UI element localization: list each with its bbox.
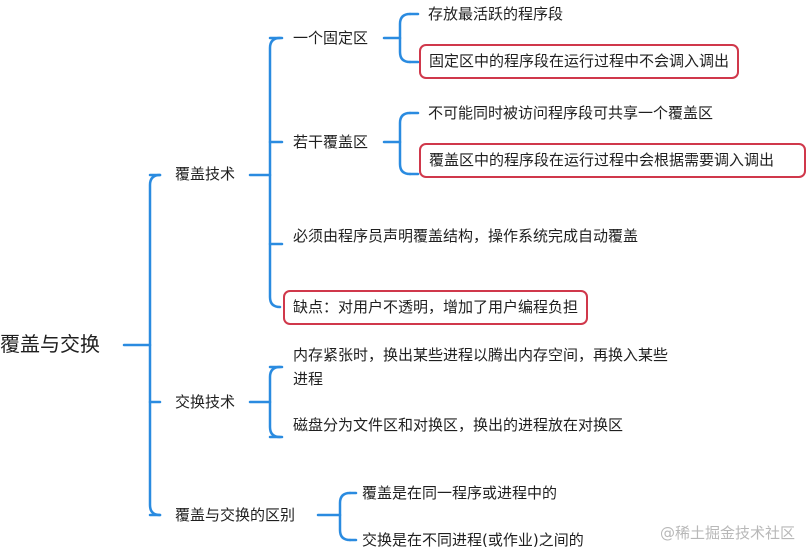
connector-multi-spine xyxy=(398,111,412,176)
node-programmer-declares: 必须由程序员声明覆盖结构，操作系统完成自动覆盖 xyxy=(293,227,639,245)
node-drawback-highlight: 缺点：对用户不透明，增加了用户编程负担 xyxy=(283,290,589,325)
branch-difference: 覆盖与交换的区别 xyxy=(175,506,296,524)
leaf-disk-swap-area: 磁盘分为文件区和对换区，换出的进程放在对换区 xyxy=(293,416,624,434)
node-fixed-region: 一个固定区 xyxy=(293,29,369,47)
leaf-fixed-no-swap-highlight: 固定区中的程序段在运行过程中不会调入调出 xyxy=(419,44,740,79)
connector-overlay-spine xyxy=(268,36,282,309)
branch-overlay-technique: 覆盖技术 xyxy=(175,165,236,183)
node-overlay-regions: 若干覆盖区 xyxy=(293,133,369,151)
connector-root-spine xyxy=(148,173,162,517)
branch-swap-technique: 交换技术 xyxy=(175,393,236,411)
connector-diff-spine xyxy=(338,491,352,542)
watermark-text: @稀土掘金技术社区 xyxy=(659,524,795,542)
leaf-swap-when-memory-tight: 内存紧张时，换出某些进程以腾出内存空间，再换入某些进程 xyxy=(293,346,669,388)
leaf-shared-overlay-region: 不可能同时被访问程序段可共享一个覆盖区 xyxy=(428,104,714,122)
connector-swap-spine xyxy=(268,365,282,439)
root-node: 覆盖与交换 xyxy=(0,332,100,356)
leaf-overlay-swap-highlight: 覆盖区中的程序段在运行过程中会根据需要调入调出 xyxy=(419,143,806,178)
connector-fixed-spine xyxy=(398,12,412,64)
leaf-swap-between-processes: 交换是在不同进程(或作业)之间的 xyxy=(362,531,584,549)
leaf-most-active-segments: 存放最活跃的程序段 xyxy=(428,5,564,23)
leaf-overlay-same-program: 覆盖是在同一程序或进程中的 xyxy=(362,484,558,502)
